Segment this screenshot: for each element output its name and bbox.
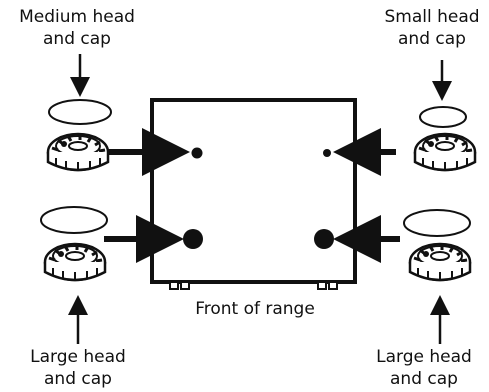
label-line: Large head xyxy=(376,347,472,367)
large-burner-port-left xyxy=(183,229,203,249)
label-line: and cap xyxy=(44,369,112,389)
cooktop-outline xyxy=(150,98,357,284)
label-line: Large head xyxy=(30,347,126,367)
burner-head-medium xyxy=(46,132,110,172)
label-line: and cap xyxy=(398,29,466,49)
burner-cap-large-right xyxy=(403,209,471,237)
label-small-head: Small head and cap xyxy=(376,6,488,50)
label-line: and cap xyxy=(390,369,458,389)
burner-cap-medium xyxy=(48,99,112,125)
label-line: Small head xyxy=(384,7,480,27)
large-burner-port-right xyxy=(314,229,334,249)
medium-burner-port xyxy=(191,147,203,159)
label-front-of-range: Front of range xyxy=(195,299,315,319)
label-line: and cap xyxy=(43,29,111,49)
burner-head-large-right xyxy=(408,242,472,282)
burner-head-large-left xyxy=(43,242,107,282)
label-medium-head: Medium head and cap xyxy=(3,6,151,50)
label-line: Medium head xyxy=(19,7,135,27)
label-large-head-left: Large head and cap xyxy=(4,346,152,390)
burner-cap-large-left xyxy=(40,206,108,234)
burner-head-small xyxy=(413,132,477,172)
label-large-head-right: Large head and cap xyxy=(362,346,486,390)
small-burner-port xyxy=(323,149,331,157)
burner-cap-small xyxy=(419,106,467,128)
